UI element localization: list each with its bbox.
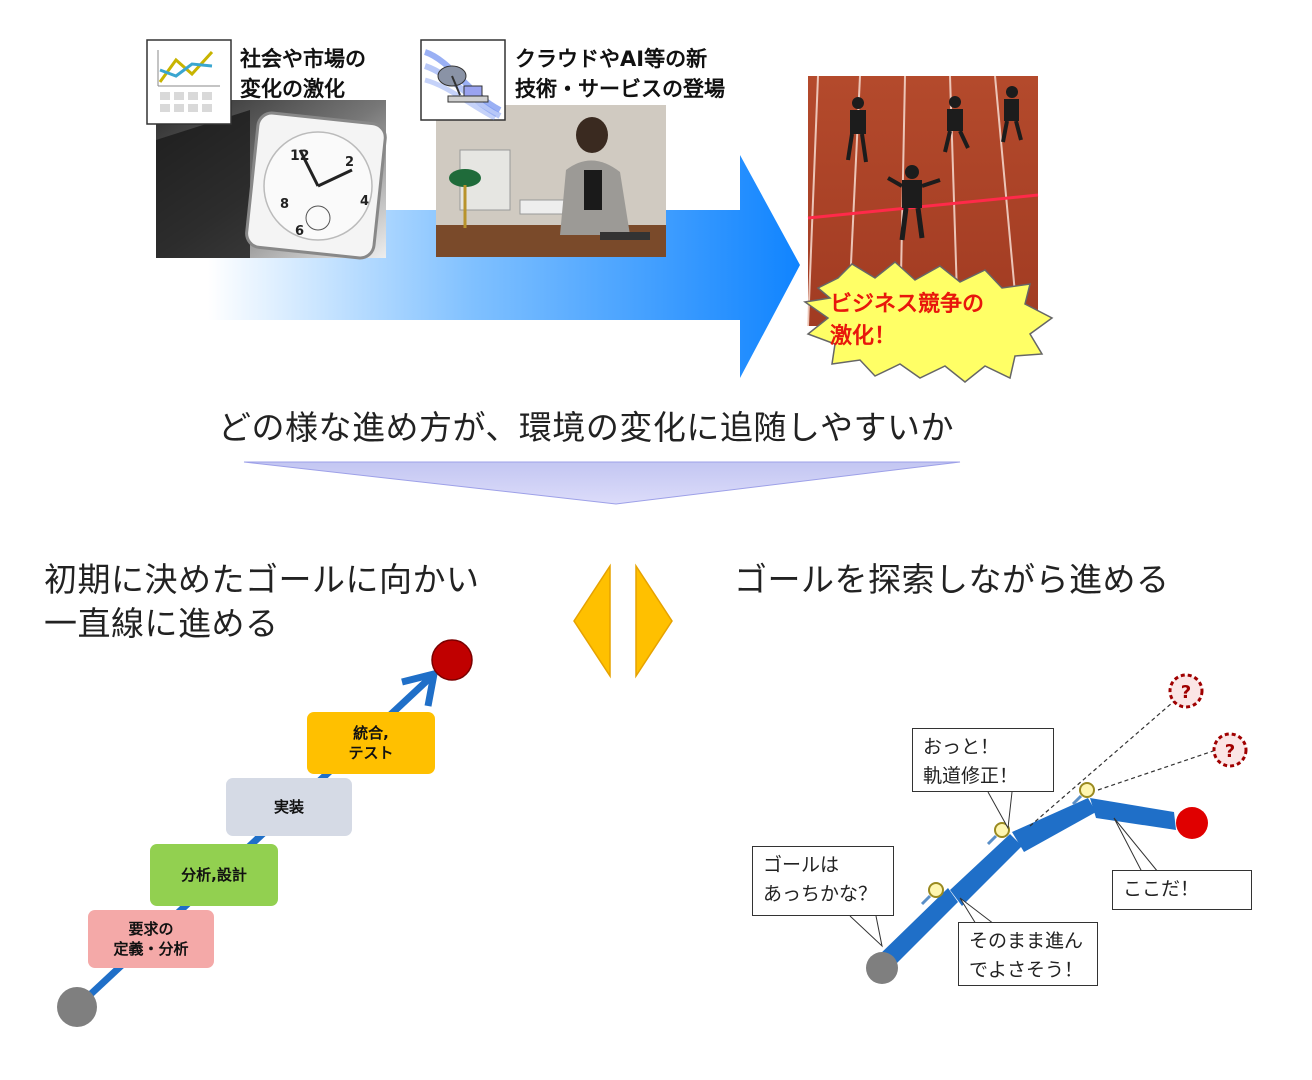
burst-label: ビジネス競争の 激化！ — [830, 292, 985, 349]
magnifier-icon — [1071, 782, 1095, 806]
waterfall-start-node — [57, 987, 97, 1027]
agile-start-node — [866, 952, 898, 984]
callout-course-correct: おっと！ 軌道修正！ — [912, 728, 1054, 792]
svg-text:4: 4 — [360, 194, 369, 209]
callout-start: ゴールは あっちかな？ — [752, 846, 894, 916]
agile-goal-node — [1176, 807, 1208, 839]
waterfall-arrowhead — [401, 669, 439, 707]
waterfall-heading: 初期に決めたゴールに向かい 一直線に進める — [44, 560, 480, 643]
clock-photo: 12 2 4 8 6 — [156, 100, 387, 260]
callout-keep-going: そのまま進ん でよさそう！ — [958, 922, 1098, 986]
central-question: どの様な進め方が、環境の変化に追随しやすいか — [218, 408, 955, 447]
question-mark-icon: ? — [1212, 732, 1248, 768]
svg-text:?: ? — [1181, 682, 1191, 703]
agile-path — [876, 798, 1176, 970]
competition-burst — [803, 261, 1054, 383]
svg-text:2: 2 — [345, 155, 354, 170]
explore-line-1 — [1029, 695, 1181, 827]
question-mark-icon: ? — [1168, 673, 1204, 709]
explore-line-2 — [1097, 747, 1223, 791]
agile-heading: ゴールを探索しながら進める — [734, 560, 1170, 599]
line-chart-icon — [146, 39, 232, 125]
svg-text:6: 6 — [295, 224, 304, 239]
step-requirements: 要求の 定義・分析 — [88, 910, 214, 968]
office-worker-photo — [436, 105, 666, 257]
satellite-network-icon — [420, 39, 506, 121]
callout-tail-continue — [959, 897, 995, 925]
callout-tail-fix — [987, 791, 1013, 830]
callout-tail-here — [1113, 817, 1159, 873]
svg-text:8: 8 — [280, 197, 289, 212]
society-change-caption: 社会や市場の 変化の激化 — [240, 47, 366, 101]
left-triangle-arrow — [573, 563, 611, 679]
callout-tail-start — [849, 915, 883, 948]
step-implementation: 実装 — [226, 778, 352, 836]
step-integration-test: 統合, テスト — [307, 712, 435, 774]
tech-services-caption: クラウドやAI等の新 技術・サービスの登場 — [515, 47, 725, 101]
callout-found-it: ここだ！ — [1112, 870, 1252, 910]
magnifier-icon — [986, 822, 1010, 846]
step-analysis-design: 分析,設計 — [150, 844, 278, 906]
svg-text:12: 12 — [290, 148, 309, 164]
waterfall-goal-node — [431, 639, 473, 681]
funnel-wedge — [243, 461, 961, 505]
svg-text:?: ? — [1225, 741, 1235, 762]
right-triangle-arrow — [635, 563, 673, 679]
magnifier-icon — [920, 882, 944, 906]
